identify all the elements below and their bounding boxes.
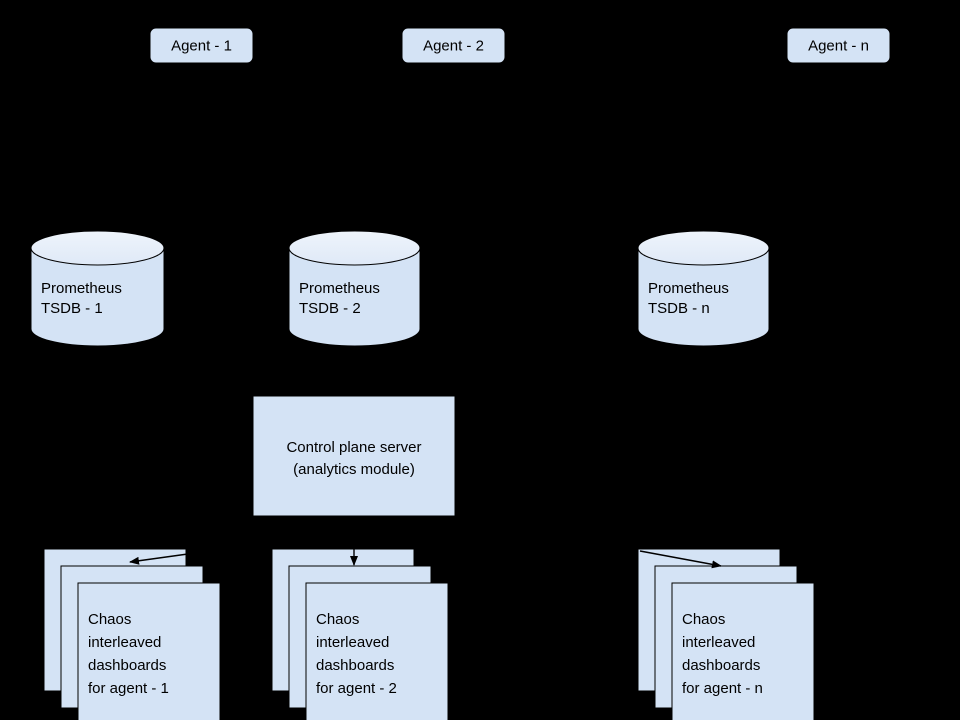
tsdb-1-node[interactable]: Prometheus TSDB - 1 [30,230,165,347]
agent-2-box[interactable] [401,27,506,64]
tsdb-2-label-line2: TSDB - 2 [299,300,361,317]
connector-overlay-dashboards-1 [129,552,196,565]
dashboards-agent-2-label-line1: Chaos [316,611,359,628]
agent-2-label: Agent - 2 [423,37,484,54]
connector-agent-n-to-tsdb-n [751,63,839,226]
agent-n-label: Agent - n [808,37,869,54]
agent-1-box[interactable] [149,27,254,64]
tsdb-1-cylinder-body[interactable] [30,247,165,347]
tsdb-1-label-line2: TSDB - 1 [41,300,103,317]
dashboards-agent-2-label-line4: for agent - 2 [316,680,397,697]
tsdb-2-label-line1: Prometheus [299,280,380,297]
control-plane-server-label-line2: (analytics module) [293,461,415,478]
dashboards-agent-1-card-front[interactable] [77,582,221,720]
connector-overlay-layer [129,549,722,569]
control-plane-server-box[interactable] [252,395,456,517]
dashboards-agent-1-label-line3: dashboards [88,657,166,674]
agent-2-node[interactable]: Agent - 2 [401,27,506,64]
dashboards-agent-n-label-line4: for agent - n [682,680,763,697]
tsdb-2-cylinder-body[interactable] [288,247,421,347]
dashboards-agent-n-label-line2: interleaved [682,634,755,651]
tsdb-2-cylinder-top [288,230,421,266]
tsdb-1-cylinder-top [30,230,165,266]
connector-overlay-dashboards-n [639,550,722,569]
tsdb-1-label-line1: Prometheus [41,280,122,297]
agent-n-node[interactable]: Agent - n [786,27,891,64]
dashboards-agent-1-stack[interactable]: Chaos interleaved dashboards for agent -… [43,548,221,720]
dashboards-agent-2-card-front[interactable] [305,582,449,720]
agent-1-node[interactable]: Agent - 1 [149,27,254,64]
agent-1-label: Agent - 1 [171,37,232,54]
dashboards-agent-1-label-line2: interleaved [88,634,161,651]
connector-tsdb-n-to-server [369,347,704,391]
connector-agent-2-to-tsdb-2 [376,63,454,226]
dashboards-agent-n-label-line3: dashboards [682,657,760,674]
dashboards-agent-2-stack[interactable]: Chaos interleaved dashboards for agent -… [271,548,449,720]
dashboards-agent-n-stack[interactable]: Chaos interleaved dashboards for agent -… [637,548,815,720]
agent-n-box[interactable] [786,27,891,64]
dashboards-agent-1-label-line1: Chaos [88,611,131,628]
dashboards-agent-1-label-line4: for agent - 1 [88,680,169,697]
tsdb-n-cylinder-body[interactable] [637,247,770,347]
tsdb-2-node[interactable]: Prometheus TSDB - 2 [288,230,421,347]
connector-tsdb-1-to-server [96,347,341,391]
dashboards-agent-n-card-front[interactable] [671,582,815,720]
control-plane-server-node[interactable]: Control plane server (analytics module) [252,395,456,517]
control-plane-server-label-line1: Control plane server [286,439,421,456]
tsdb-n-node[interactable]: Prometheus TSDB - n [637,230,770,347]
dashboards-agent-2-label-line2: interleaved [316,634,389,651]
tsdb-n-label-line1: Prometheus [648,280,729,297]
tsdb-n-cylinder-top [637,230,770,266]
tsdb-n-label-line2: TSDB - n [648,300,710,317]
dashboards-agent-2-label-line3: dashboards [316,657,394,674]
dashboards-agent-n-label-line1: Chaos [682,611,725,628]
